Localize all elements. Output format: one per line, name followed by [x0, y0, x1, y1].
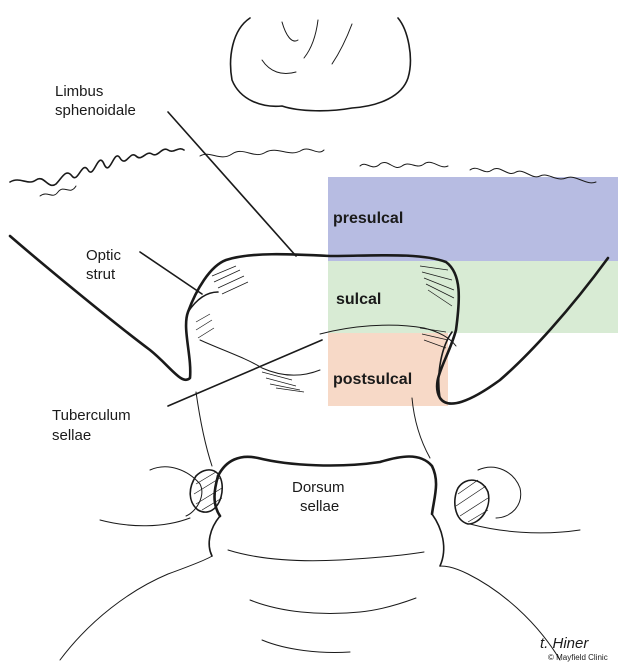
limbus-label-line2: sphenoidale — [55, 102, 136, 119]
postsulcal-label: postsulcal — [333, 371, 412, 388]
sulcal-label: sulcal — [336, 291, 381, 308]
top-skull-outline — [231, 18, 411, 111]
postsulcal-zone — [328, 333, 448, 406]
optic-label-line1: Optic — [86, 247, 122, 264]
lower-skull-outline — [60, 392, 580, 660]
limbus-label-line1: Limbus — [55, 83, 103, 100]
dorsum-label-line1: Dorsum — [292, 479, 345, 496]
optic-label-line2: strut — [86, 266, 116, 283]
clinoid-processes — [190, 470, 489, 524]
optic-strut-leader-line — [140, 252, 202, 294]
copyright-text: © Mayfield Clinic — [548, 653, 608, 662]
tuberculum-label-line2: sellae — [52, 427, 91, 444]
tuberculum-label-line1: Tuberculum — [52, 407, 131, 424]
artist-credit: t. Hiner © Mayfield Clinic — [540, 635, 608, 662]
limbus-leader-line — [168, 112, 296, 256]
dorsum-label-line2: sellae — [300, 498, 339, 515]
artist-signature: t. Hiner — [540, 635, 589, 652]
presulcal-label: presulcal — [333, 210, 403, 227]
